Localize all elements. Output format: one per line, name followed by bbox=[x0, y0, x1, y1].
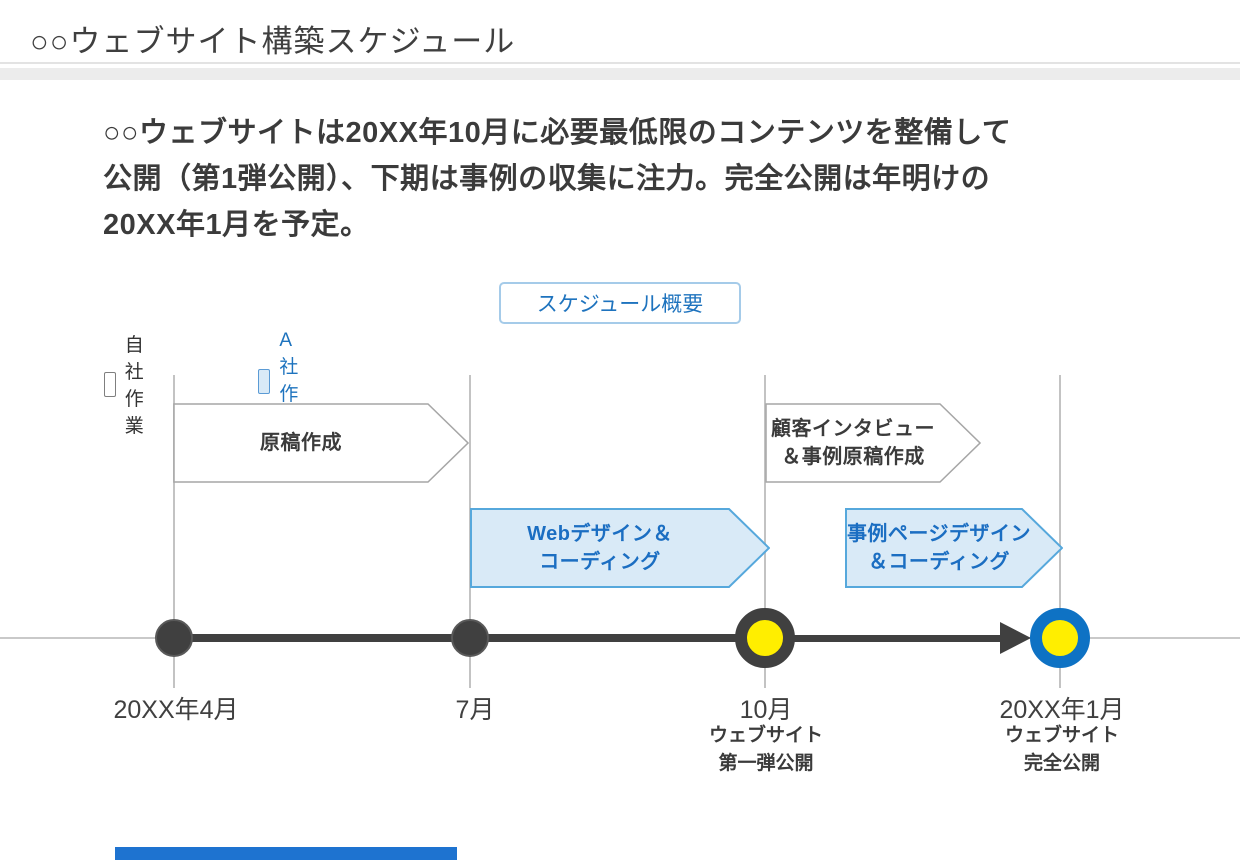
arrow-pentagon-shape bbox=[765, 403, 981, 483]
header-divider-band bbox=[0, 68, 1240, 80]
legend-label-self: 自社作業 bbox=[124, 335, 144, 437]
milestone-dot-apr bbox=[155, 619, 193, 657]
legend-item-self: 自社作業 bbox=[104, 330, 157, 438]
task-banner-customer-interview: 顧客インタビュー ＆事例原稿作成 bbox=[765, 403, 981, 483]
legend-swatch-partner bbox=[258, 369, 271, 394]
milestone-caption-jan: ウェブサイト 完全公開 bbox=[1004, 725, 1120, 774]
gridline-oct bbox=[764, 375, 766, 688]
header-divider-line bbox=[0, 62, 1240, 64]
arrow-pentagon-shape bbox=[470, 508, 770, 588]
task-banner-customer-interview-label: 顧客インタビュー ＆事例原稿作成 bbox=[771, 418, 935, 468]
task-banner-draft-writing: 原稿作成 bbox=[173, 403, 469, 483]
milestone-dot-jan bbox=[1030, 608, 1090, 668]
page-title: ○○ウェブサイト構築スケジュール bbox=[30, 24, 516, 59]
milestone-dot-jul bbox=[451, 619, 489, 657]
milestone-caption-oct: ウェブサイト 第一弾公開 bbox=[708, 725, 824, 774]
timeline-arrow-shaft bbox=[765, 635, 1007, 642]
gridline-apr bbox=[173, 375, 175, 688]
milestone-dot-oct bbox=[735, 608, 795, 668]
milestone-date-oct: 10月 bbox=[739, 696, 793, 724]
gridline-jan bbox=[1059, 375, 1061, 688]
intro-line-3: 20XX年1月を予定。 bbox=[103, 209, 370, 241]
task-banner-draft-writing-label: 原稿作成 bbox=[260, 432, 342, 454]
arrow-pentagon-shape bbox=[845, 508, 1063, 588]
schedule-overview-label: スケジュール概要 bbox=[536, 293, 704, 316]
intro-paragraph: ○○ウェブサイトは20XX年10月に必要最低限のコンテンツを整備して 公開（第1… bbox=[103, 110, 1163, 248]
intro-line-2: 公開（第1弾公開）、下期は事例の収集に注力。完全公開は年明けの bbox=[103, 163, 991, 195]
intro-line-1: ○○ウェブサイトは20XX年10月に必要最低限のコンテンツを整備して bbox=[103, 117, 1012, 149]
bottom-accent-bar bbox=[115, 847, 457, 860]
milestone-date-apr: 20XX年4月 bbox=[113, 696, 239, 724]
schedule-overview-button[interactable]: スケジュール概要 bbox=[499, 282, 741, 324]
legend-swatch-self bbox=[104, 371, 116, 397]
milestone-date-jul: 7月 bbox=[455, 696, 495, 724]
timeline-arrow-head-icon bbox=[1000, 622, 1031, 654]
milestone-date-jan: 20XX年1月 bbox=[999, 696, 1125, 724]
task-banner-web-design-label: Webデザイン＆ コーディング bbox=[527, 523, 673, 573]
task-banner-case-page-design: 事例ページデザイン ＆コーディング bbox=[845, 508, 1063, 588]
task-banner-case-page-design-label: 事例ページデザイン ＆コーディング bbox=[846, 523, 1032, 573]
arrow-pentagon-shape bbox=[173, 403, 469, 483]
task-banner-web-design: Webデザイン＆ コーディング bbox=[470, 508, 770, 588]
